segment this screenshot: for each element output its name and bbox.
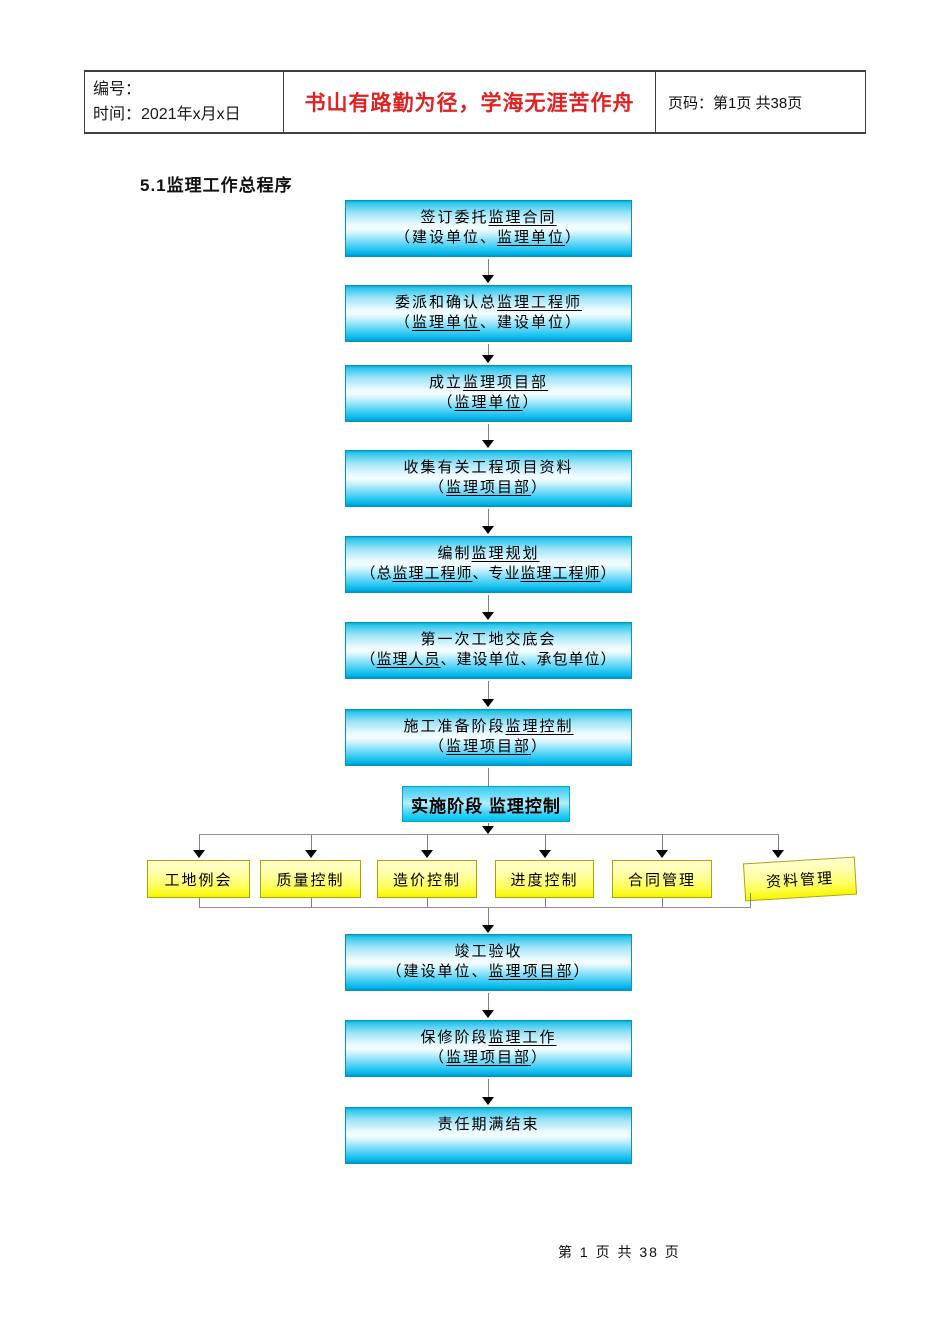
footer-page-number: 第 1 页 共 38 页 [558,1244,681,1260]
connector-line [662,898,663,908]
flow-step-line: （监理项目部） [428,737,549,755]
connector-line [199,898,200,908]
parallel-box-data-management: 资料管理 [742,856,858,902]
doc-number-label: 编号： [93,81,142,98]
flow-step-line: 签订委托监理合同 [420,208,557,226]
down-arrow [482,908,494,933]
arrowhead-icon [656,850,668,858]
header-cell-meta: 编号： 时间：2021年x月x日 [85,72,283,132]
parallel-box-site-meeting: 工地例会 [147,860,250,898]
flow-step-line: 委派和确认总监理工程师 [394,293,583,311]
connector-line [750,893,751,908]
down-arrow [193,835,205,858]
flow-step-sign-contract: 签订委托监理合同 （建设单位、监理单位） [345,200,632,257]
arrowhead-icon [482,355,494,363]
arrowhead-icon [539,850,551,858]
header-cell-motto: 书山有路勤为径，学海无涯苦作舟 [283,72,656,132]
flow-step-line: 收集有关工程项目资料 [403,458,574,476]
arrowhead-icon [482,526,494,534]
arrowhead-icon [482,699,494,707]
down-arrow [482,344,494,363]
flow-step-line: 成立监理项目部 [428,373,549,391]
section-title: 5.1监理工作总程序 [140,176,293,195]
flow-step-line: 责任期满结束 [437,1115,540,1133]
header-motto: 书山有路勤为径，学海无涯苦作舟 [304,90,635,115]
arrowhead-icon [305,850,317,858]
down-arrow [482,509,494,534]
flow-step-line: （监理单位） [437,393,540,411]
arrowhead-icon [482,1097,494,1105]
implementation-stage-box: 实施阶段 监理控制 [402,786,570,822]
header-cell-page: 页码：第1页 共38页 [656,72,865,132]
down-arrow [482,424,494,448]
flow-step-completion-acceptance: 竣工验收 （建设单位、监理项目部） [345,934,632,991]
down-arrow [482,681,494,707]
flow-step-line: 施工准备阶段监理控制 [403,717,574,735]
flow-step-line: 保修阶段监理工作 [420,1028,557,1046]
flow-step-line: （监理项目部） [428,1048,549,1066]
flow-step-line: （监理人员、建设单位、承包单位） [360,650,617,668]
connector-line [427,898,428,908]
parallel-box-quality-control: 质量控制 [260,860,361,898]
parallel-box-schedule-control: 进度控制 [495,860,594,898]
flow-step-line: （建设单位、监理项目部） [386,962,591,980]
flow-step-first-site-meeting: 第一次工地交底会 （监理人员、建设单位、承包单位） [345,622,632,679]
arrowhead-icon [482,925,494,933]
arrowhead-icon [482,826,494,834]
parallel-box-cost-control: 造价控制 [377,860,477,898]
header-table: 编号： 时间：2021年x月x日 书山有路勤为径，学海无涯苦作舟 页码：第1页 … [84,70,866,134]
flow-step-duty-period-end: 责任期满结束 [345,1107,632,1164]
flow-step-line: （监理单位、建设单位） [394,313,583,331]
connector-line [488,768,489,786]
flow-step-compile-supervision-plan: 编制监理规划 （总监理工程师、专业监理工程师） [345,536,632,593]
down-arrow [482,823,494,834]
arrowhead-icon [482,440,494,448]
flow-step-establish-project-dept: 成立监理项目部 （监理单位） [345,365,632,422]
flow-step-line: 第一次工地交底会 [420,630,557,648]
arrowhead-icon [772,850,784,858]
arrowhead-icon [482,1010,494,1018]
parallel-box-contract-management: 合同管理 [612,860,712,898]
flow-step-line: （建设单位、监理单位） [394,228,583,246]
fanout-top-line [199,834,779,835]
flow-step-line: （总监理工程师、专业监理工程师） [360,564,617,582]
down-arrow [482,259,494,283]
down-arrow [305,835,317,858]
flow-step-line: 竣工验收 [454,942,523,960]
down-arrow [482,595,494,620]
flow-step-warranty-stage-work: 保修阶段监理工作 （监理项目部） [345,1020,632,1077]
down-arrow [656,835,668,858]
flow-step-line: （监理项目部） [428,478,549,496]
doc-time-label: 时间：2021年x月x日 [93,106,241,123]
arrowhead-icon [193,850,205,858]
flow-step-preparation-stage-control: 施工准备阶段监理控制 （监理项目部） [345,709,632,766]
connector-line [545,898,546,908]
flow-step-collect-project-info: 收集有关工程项目资料 （监理项目部） [345,450,632,507]
arrowhead-icon [421,850,433,858]
fanin-bottom-line [199,907,751,908]
header-page-info: 页码：第1页 共38页 [668,94,803,112]
down-arrow [772,835,784,858]
arrowhead-icon [482,612,494,620]
flow-step-appoint-chief-engineer: 委派和确认总监理工程师 （监理单位、建设单位） [345,285,632,342]
flow-step-line: 编制监理规划 [437,544,540,562]
down-arrow [421,835,433,858]
down-arrow [539,835,551,858]
connector-line [311,898,312,908]
arrowhead-icon [482,275,494,283]
down-arrow [482,993,494,1018]
down-arrow [482,1079,494,1105]
